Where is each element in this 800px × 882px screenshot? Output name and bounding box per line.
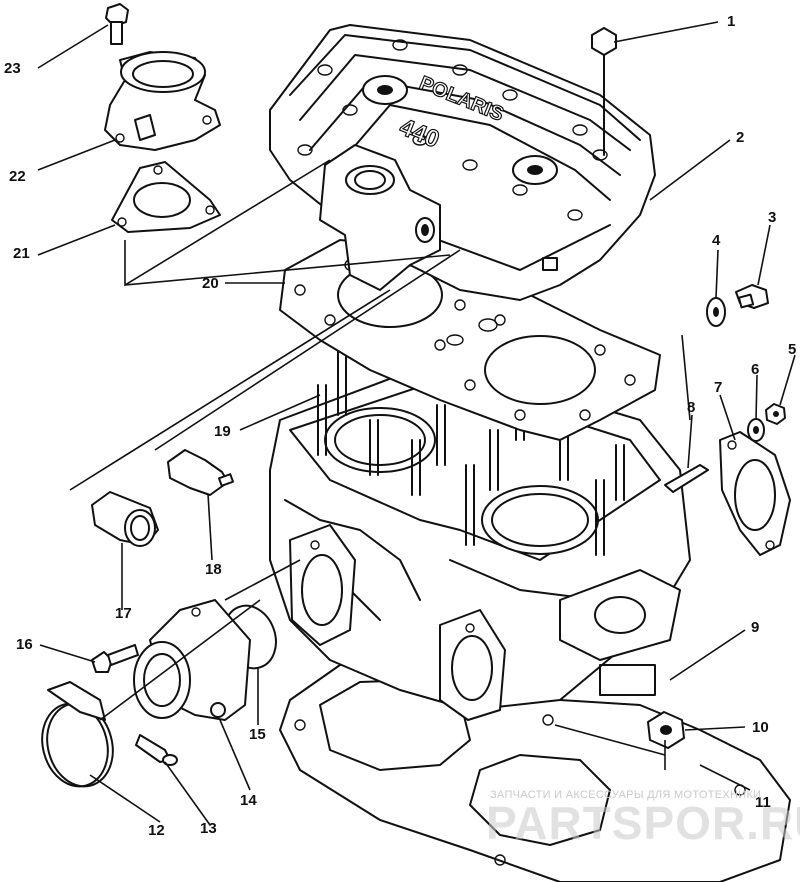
leader-lines bbox=[37, 21, 796, 826]
callout-6: 6 bbox=[751, 361, 760, 378]
callout-1: 1 bbox=[727, 13, 736, 30]
cover-bolt bbox=[591, 27, 617, 156]
watermark-tagline: ЗАПЧАСТИ И АКСЕССУАРЫ ДЛЯ МОТОТЕХНИКИ bbox=[490, 789, 762, 801]
washer-4 bbox=[706, 297, 726, 327]
exhaust-gasket-7 bbox=[719, 431, 791, 556]
callout-23: 23 bbox=[4, 60, 21, 77]
cylinder-studs bbox=[317, 344, 625, 556]
stud-8 bbox=[664, 464, 709, 493]
hose-clamp-12 bbox=[41, 681, 114, 788]
callout-11: 11 bbox=[755, 794, 771, 811]
callout-12: 12 bbox=[148, 822, 165, 839]
callout-14: 14 bbox=[240, 792, 257, 809]
bolt-3 bbox=[735, 284, 769, 309]
callout-3: 3 bbox=[768, 209, 777, 226]
callout-15: 15 bbox=[249, 726, 266, 743]
watermark-logo: PARTSPOR.RU bbox=[486, 797, 800, 849]
nut-10 bbox=[647, 711, 685, 749]
nut-5 bbox=[765, 403, 786, 425]
bolt-23 bbox=[105, 3, 129, 45]
callout-2: 2 bbox=[736, 129, 745, 146]
screw-13 bbox=[135, 734, 178, 766]
callout-16: 16 bbox=[16, 636, 33, 653]
callout-17: 17 bbox=[115, 605, 132, 622]
callout-22: 22 bbox=[9, 168, 26, 185]
callout-13: 13 bbox=[200, 820, 217, 837]
temperature-sender-18 bbox=[167, 449, 235, 496]
screw-16 bbox=[91, 644, 139, 673]
callout-21: 21 bbox=[13, 245, 30, 262]
callout-4: 4 bbox=[712, 232, 721, 249]
thermostat-cover-22 bbox=[104, 51, 221, 151]
intake-manifold-14 bbox=[133, 599, 251, 721]
callout-20: 20 bbox=[202, 275, 219, 292]
water-outlet-housing bbox=[319, 144, 441, 291]
thermostat-gasket-21 bbox=[111, 161, 221, 233]
callout-8: 8 bbox=[687, 399, 696, 416]
cylinder-block bbox=[269, 359, 691, 726]
callout-19: 19 bbox=[214, 423, 231, 440]
callout-18: 18 bbox=[205, 561, 222, 578]
callout-5: 5 bbox=[788, 341, 797, 358]
plug-17 bbox=[91, 491, 159, 547]
callout-10: 10 bbox=[752, 719, 769, 736]
callout-9: 9 bbox=[751, 619, 760, 636]
callout-7: 7 bbox=[714, 379, 723, 396]
